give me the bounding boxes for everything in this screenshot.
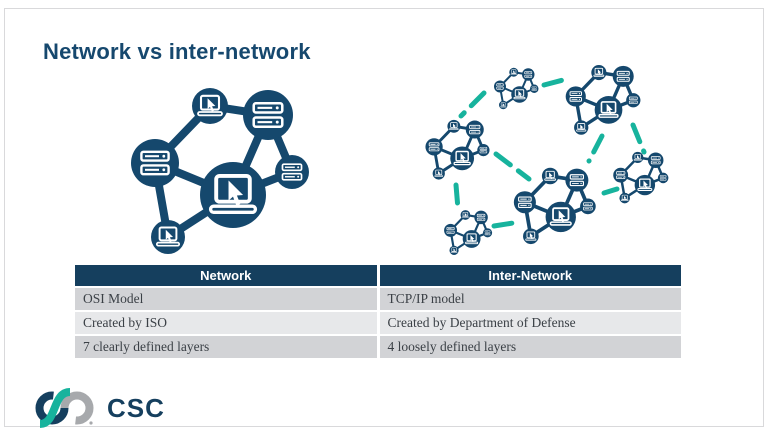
table-cell: TCP/IP model	[379, 288, 681, 310]
network-cluster	[444, 210, 492, 255]
diagram-canvas	[5, 9, 768, 432]
csc-logo-mark	[35, 388, 94, 428]
csc-logo: CSC	[33, 387, 165, 429]
network-cluster	[494, 68, 539, 110]
network-cluster	[566, 65, 641, 135]
network-diagram	[131, 88, 309, 254]
slide: Network vs inter-network	[4, 8, 764, 429]
logo-gray-c	[60, 391, 94, 425]
table-cell: Created by Department of Defense	[379, 312, 681, 334]
table-cell: Created by ISO	[75, 312, 377, 334]
comparison-table: Network Inter-Network OSI Model TCP/IP m…	[75, 265, 681, 358]
table-header-network: Network	[75, 265, 377, 286]
inter-network-diagram	[425, 65, 668, 255]
logo-registered-dot	[89, 421, 93, 425]
page-title: Network vs inter-network	[43, 39, 311, 64]
network-cluster	[613, 152, 668, 203]
logo-teal-s	[39, 388, 71, 428]
table-cell: OSI Model	[75, 288, 377, 310]
table-header-inter-network: Inter-Network	[379, 265, 681, 286]
table-cell: 7 clearly defined layers	[75, 336, 377, 358]
csc-logo-text: CSC	[107, 393, 165, 423]
inter-network-links	[453, 77, 647, 229]
table-cell: 4 loosely defined layers	[379, 336, 681, 358]
network-cluster	[425, 120, 489, 180]
